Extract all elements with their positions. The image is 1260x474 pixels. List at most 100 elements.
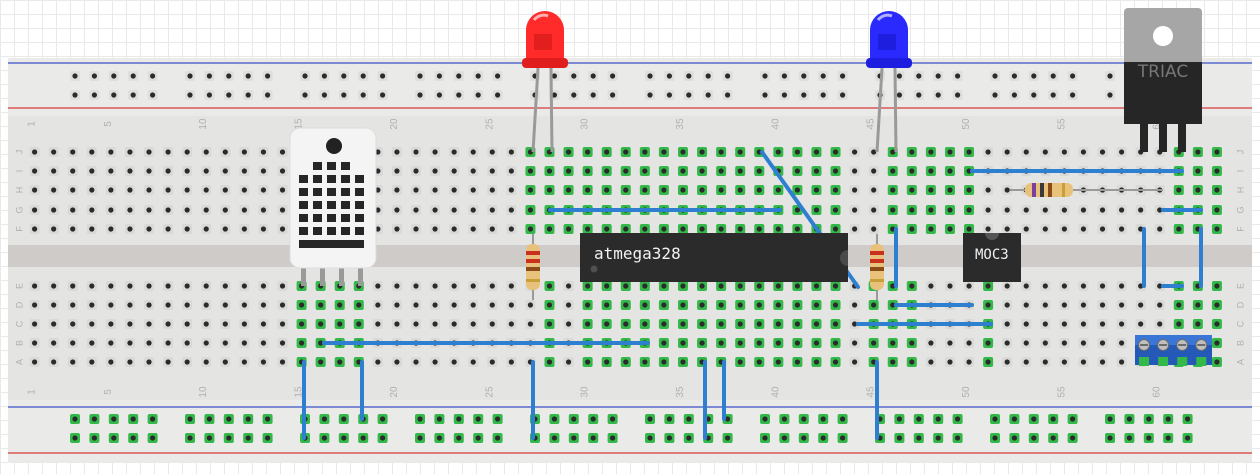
row-letter: H — [14, 187, 24, 194]
rail-hole — [686, 92, 692, 98]
rail-hole — [495, 435, 501, 441]
hole — [718, 321, 724, 327]
rail-hole — [935, 92, 941, 98]
hole — [241, 226, 247, 232]
sensor-vent — [341, 162, 350, 170]
hole — [184, 187, 190, 193]
hole — [1176, 302, 1182, 308]
hole — [623, 226, 629, 232]
hole — [413, 207, 419, 213]
hole — [661, 302, 667, 308]
hole — [604, 321, 610, 327]
hole — [1157, 226, 1163, 232]
rail-hole — [1165, 416, 1171, 422]
rail-hole — [341, 73, 347, 79]
hole — [146, 321, 152, 327]
hole — [852, 149, 858, 155]
row-letter: C — [1235, 320, 1245, 327]
sensor-vent — [313, 188, 322, 196]
hole — [852, 340, 858, 346]
rail-hole — [992, 435, 998, 441]
rail-hole — [1126, 416, 1132, 422]
hole — [909, 187, 915, 193]
hole — [108, 207, 114, 213]
resistor-band — [870, 267, 884, 271]
rail-hole — [610, 92, 616, 98]
hole — [852, 168, 858, 174]
hole — [451, 226, 457, 232]
hole — [1004, 321, 1010, 327]
hole — [546, 283, 553, 289]
rail-hole — [590, 435, 596, 441]
hole — [966, 340, 972, 346]
hole — [832, 283, 839, 289]
sensor-vent — [341, 188, 350, 196]
rail-hole — [150, 416, 156, 422]
rail-hole — [187, 73, 193, 79]
hole — [890, 187, 896, 193]
hole — [203, 187, 209, 193]
rail-hole — [72, 435, 78, 441]
hole — [241, 168, 247, 174]
rail-hole — [1107, 416, 1113, 422]
hole — [565, 149, 572, 155]
rail-hole — [916, 416, 922, 422]
hole — [871, 226, 877, 232]
hole — [241, 302, 247, 308]
hole — [375, 168, 381, 174]
hole — [1042, 359, 1048, 365]
hole — [871, 340, 877, 346]
hole — [508, 321, 514, 327]
terminal-screws — [1138, 339, 1208, 366]
hole — [127, 340, 133, 346]
resistor-band — [526, 279, 540, 282]
hole — [813, 321, 820, 327]
rail-hole — [840, 92, 846, 98]
sensor-vent — [327, 175, 336, 183]
column-number: 5 — [103, 121, 114, 127]
rail-hole — [302, 73, 308, 79]
hole — [680, 168, 686, 174]
hole — [1195, 302, 1201, 308]
rail-hole — [840, 435, 846, 441]
hole — [203, 226, 209, 232]
hole — [890, 207, 896, 213]
hole — [489, 149, 495, 155]
hole — [222, 207, 228, 213]
hole — [241, 283, 247, 289]
column-number: 20 — [389, 118, 400, 130]
hole — [680, 226, 686, 232]
rail-hole — [245, 435, 251, 441]
hole — [661, 187, 667, 193]
hole — [375, 149, 381, 155]
column-number: 10 — [198, 386, 209, 398]
hole — [127, 226, 133, 232]
rail-hole — [321, 92, 327, 98]
hole — [699, 168, 705, 174]
hole — [260, 340, 267, 346]
hole — [470, 226, 476, 232]
hole — [279, 283, 286, 289]
hole — [127, 302, 133, 308]
rail-hole — [1031, 416, 1037, 422]
hole — [1061, 340, 1067, 346]
hole — [604, 168, 610, 174]
hole — [222, 283, 228, 289]
hole — [375, 359, 381, 365]
hole — [1138, 321, 1144, 327]
column-number: 60 — [1152, 386, 1163, 398]
hole — [871, 302, 877, 308]
hole — [165, 168, 171, 174]
hole — [985, 187, 991, 193]
rail-hole — [992, 92, 998, 98]
terminal-pin-pad — [1139, 357, 1149, 366]
hole — [375, 187, 381, 193]
rail-hole — [495, 416, 501, 422]
hole — [985, 302, 991, 308]
hole — [909, 340, 915, 346]
column-number: 35 — [675, 118, 686, 130]
hole — [947, 283, 953, 289]
hole — [31, 359, 38, 365]
hole — [279, 302, 286, 308]
column-number: 20 — [389, 386, 400, 398]
